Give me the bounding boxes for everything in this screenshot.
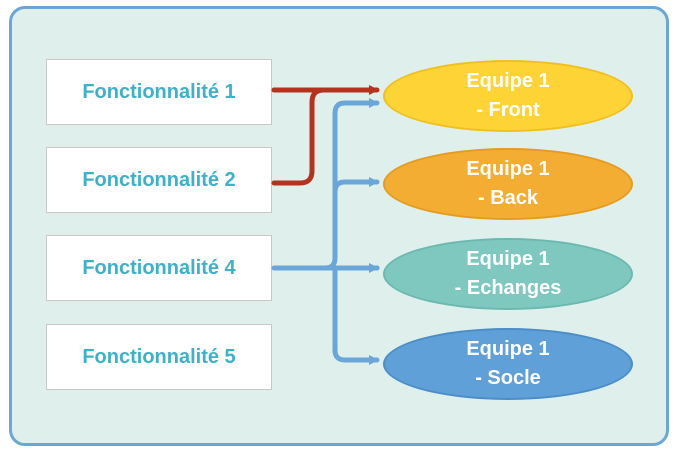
feature-label: Fonctionnalité 1 bbox=[82, 80, 236, 103]
feature-box-4: Fonctionnalité 4 bbox=[46, 235, 272, 301]
team-ellipse-front: Equipe 1 - Front bbox=[383, 60, 633, 132]
team-label-line2: - Front bbox=[476, 99, 540, 121]
feature-label: Fonctionnalité 4 bbox=[82, 256, 236, 279]
team-label-line2: - Socle bbox=[475, 367, 541, 389]
feature-box-1: Fonctionnalité 1 bbox=[46, 59, 272, 125]
team-label-line1: Equipe 1 bbox=[466, 158, 550, 180]
blue-connector bbox=[271, 98, 380, 365]
team-label-line2: - Back bbox=[477, 187, 539, 209]
team-label-line1: Equipe 1 bbox=[466, 248, 550, 270]
team-ellipse-echanges: Equipe 1 - Echanges bbox=[383, 238, 633, 310]
feature-box-5: Fonctionnalité 5 bbox=[46, 324, 272, 390]
team-ellipse-socle: Equipe 1 - Socle bbox=[383, 328, 633, 400]
team-ellipse-back: Equipe 1 - Back bbox=[383, 148, 633, 220]
feature-box-2: Fonctionnalité 2 bbox=[46, 147, 272, 213]
team-label-line1: Equipe 1 bbox=[466, 70, 550, 92]
team-label-line2: - Echanges bbox=[454, 277, 562, 299]
feature-label: Fonctionnalité 2 bbox=[82, 168, 236, 191]
team-label-line1: Equipe 1 bbox=[466, 338, 550, 360]
feature-label: Fonctionnalité 5 bbox=[82, 345, 236, 368]
red-connector bbox=[271, 85, 380, 186]
